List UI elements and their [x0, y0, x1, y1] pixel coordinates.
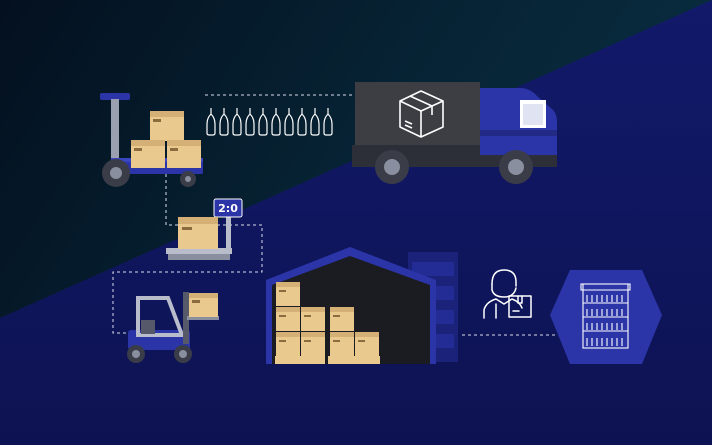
hand-truck-icon — [100, 93, 203, 187]
scale-reading: 2:0 — [218, 202, 238, 215]
worker-icon — [483, 269, 532, 319]
warehouse-icon — [266, 247, 458, 364]
store-shelf-icon — [550, 270, 662, 364]
package-icon — [399, 90, 444, 138]
forklift-icon — [127, 292, 219, 363]
weighing-scale-icon: 2:0 — [166, 198, 243, 260]
flow-connectors — [112, 94, 556, 336]
bottles-icon — [206, 107, 333, 136]
